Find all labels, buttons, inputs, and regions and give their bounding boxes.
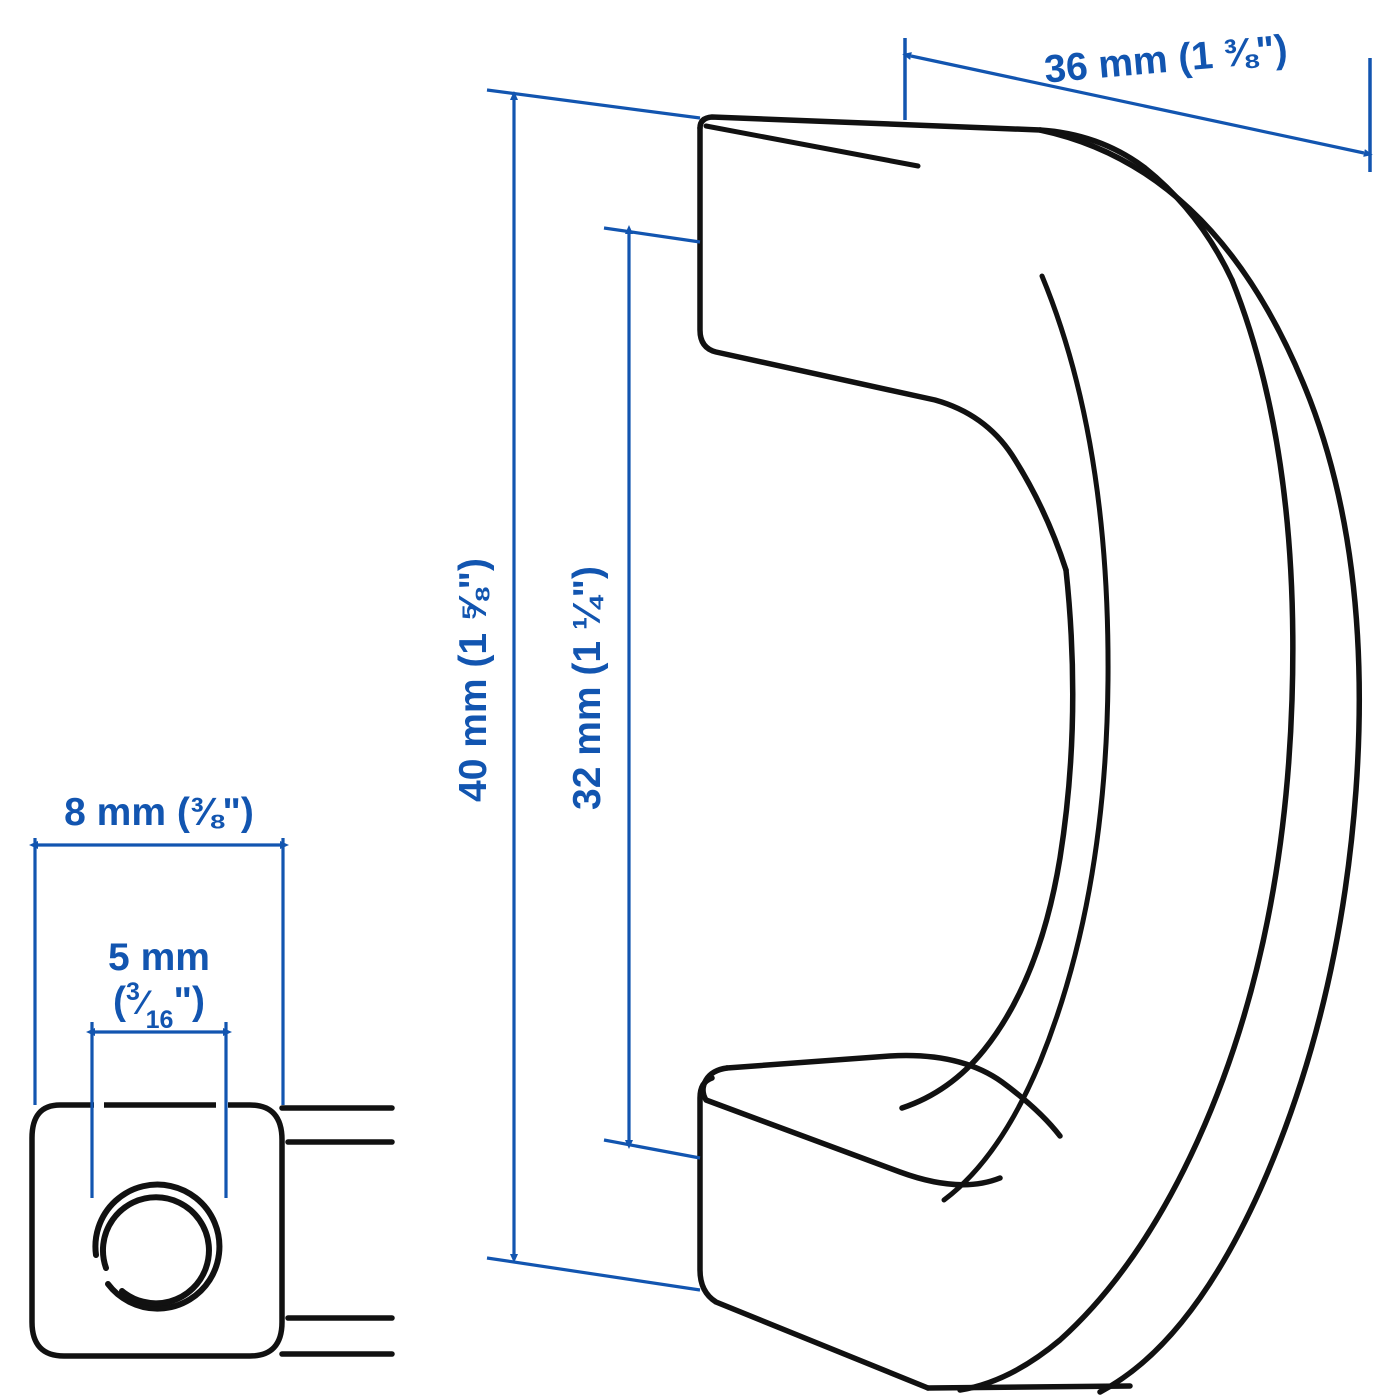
lower-arm-bottom-edge <box>925 1383 1133 1391</box>
dimension-label-hole-imperial: (3⁄16") <box>113 978 205 1034</box>
extension-line-inner-bottom <box>603 1138 701 1160</box>
hole-fraction-denominator: 16 <box>146 1006 174 1034</box>
handle-inner-throat-curve <box>899 567 1076 1111</box>
handle-outer-back-curve <box>1037 127 1363 1395</box>
screw-hole-outer-ring <box>92 1181 223 1312</box>
mounting-plate-outline <box>29 1102 285 1359</box>
dimension-overall-width: 36 mm (1 ⅜") <box>902 27 1373 172</box>
dimension-label-overall-height: 40 mm (1 ⅝") <box>452 558 495 802</box>
extension-line-height-top <box>486 88 701 120</box>
dimension-label-center-height: 32 mm (1 ¼") <box>566 566 609 810</box>
extension-line-inner-top <box>603 226 701 244</box>
dimension-label-hole-mm: 5 mm <box>108 936 210 979</box>
lower-arm-top-ridge <box>700 1065 1003 1188</box>
handle-inner-highlight-curve <box>941 273 1111 1203</box>
dimension-center-height: 32 mm (1 ¼") <box>566 225 701 1160</box>
mounting-plate-detail-view <box>29 1101 395 1359</box>
handle-body-silhouette-curve <box>957 277 1296 1393</box>
lower-arm-front-face <box>697 1075 931 1391</box>
dimension-base-width: 8 mm (⅜") <box>29 791 289 1105</box>
dimension-label-overall-width: 36 mm (1 ⅜") <box>1043 27 1290 91</box>
extension-line-height-bottom <box>486 1256 701 1292</box>
handle-perspective-view <box>697 114 1363 1395</box>
upper-arm-lower-edge <box>697 125 1069 573</box>
dimension-arrow-overall-width <box>902 52 1373 157</box>
hole-fraction-numerator: 3 <box>126 978 140 1006</box>
dimension-overall-height: 40 mm (1 ⅝") <box>452 88 701 1292</box>
screw-hole-inner-ring <box>99 1194 212 1307</box>
dimension-hole-diameter: 5 mm (3⁄16") <box>86 936 232 1198</box>
dimension-label-base-width: 8 mm (⅜") <box>64 791 254 834</box>
lower-arm-inner-crease <box>724 1052 1063 1139</box>
upper-arm-crease-line <box>703 123 921 169</box>
